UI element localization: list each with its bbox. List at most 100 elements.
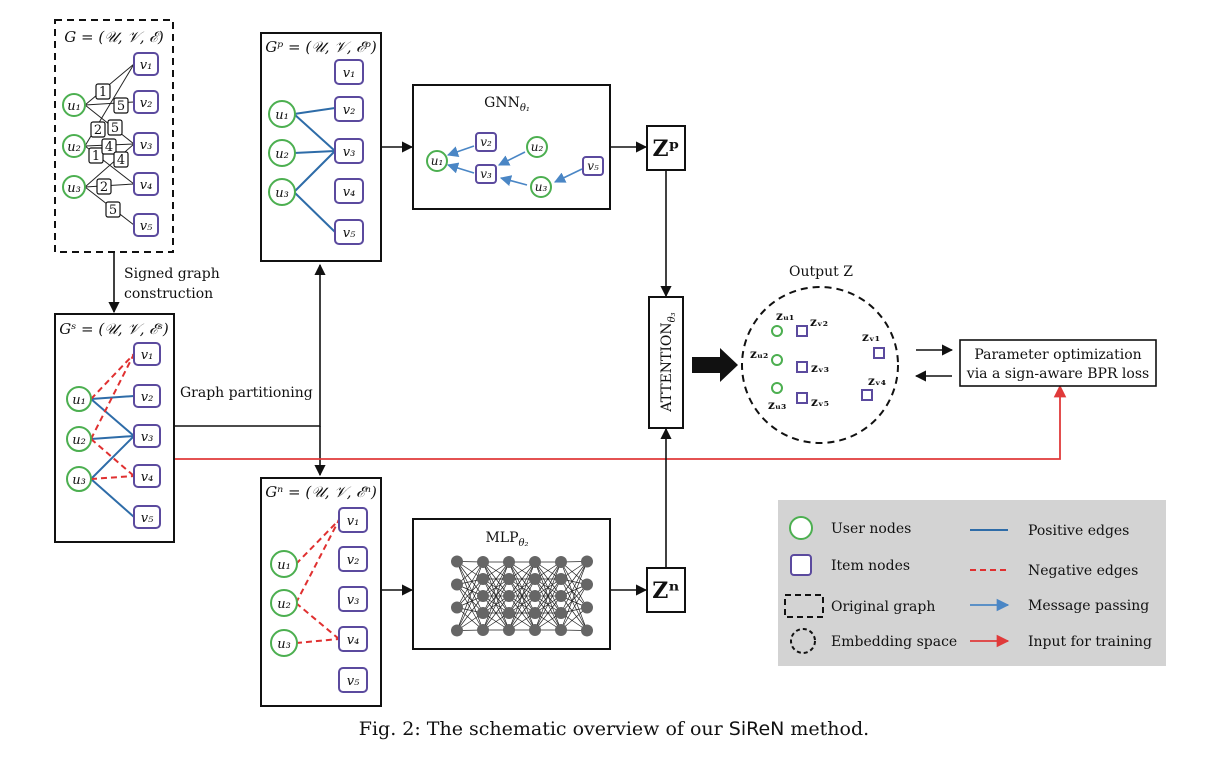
mlp-neuron (581, 601, 593, 614)
mlp-connection (456, 584, 484, 631)
user-node-u1: u₁ (268, 100, 296, 128)
mlp-neuron (555, 573, 567, 585)
signed-positive-edges (90, 395, 135, 518)
legend-positive-edges: Positive edges (970, 523, 1129, 539)
mlp-connection (560, 561, 588, 597)
item-node-v3: v₃ (475, 164, 497, 184)
item-node-v5: v₅ (133, 505, 161, 529)
mlp-connection (456, 595, 484, 631)
item-node-v2: v₂ (475, 132, 497, 152)
mlp-neuron (451, 578, 463, 591)
gnn-nodes: u₁ v₂ v₃ u₂ u₃ v₅ (426, 132, 604, 198)
svg-text:5: 5 (109, 203, 117, 218)
svg-text:v₃: v₃ (343, 145, 356, 160)
svg-text:v₂: v₂ (480, 135, 492, 149)
user-node-u3: u₃ (66, 466, 92, 492)
embedding-u1: zᵤ₁ (771, 309, 794, 337)
svg-text:v₁: v₁ (140, 58, 153, 73)
item-node-v2: v₂ (133, 384, 161, 408)
original-graph: G = (𝒰, 𝒱, ℰ) 1 5 2 5 1 4 4 2 5 u₁ u₂ (54, 19, 174, 253)
item-node-v4: v₄ (133, 172, 159, 196)
mlp-connection (456, 584, 484, 614)
mlp-connection (560, 584, 588, 614)
svg-text:1: 1 (99, 85, 107, 100)
legend-embedding-space: Embedding space (790, 628, 957, 654)
mlp-neuron (529, 590, 541, 602)
item-node-v3: v₃ (338, 586, 368, 612)
mlp-neuron (529, 556, 541, 568)
user-node-u2: u₂ (66, 426, 92, 452)
negative-users: u₁ u₂ u₃ (270, 550, 298, 657)
label-construction: construction (124, 286, 213, 302)
svg-text:5: 5 (111, 121, 119, 136)
svg-text:v₃: v₃ (140, 138, 153, 153)
original-graph-frame (54, 19, 174, 253)
mlp-connection (508, 578, 536, 631)
embedding-u2: zᵤ₂ (750, 347, 783, 366)
positive-items: v₁ v₂ v₃ v₄ v₅ (334, 59, 364, 245)
svg-text:u₁: u₁ (277, 558, 291, 573)
user-node-u2: u₂ (270, 589, 298, 617)
mlp-connection (482, 561, 510, 631)
svg-text:v₃: v₃ (480, 167, 492, 181)
signed-items: v₁ v₂ v₃ v₄ v₅ (133, 342, 161, 529)
user-node-u3: u₃ (270, 629, 298, 657)
user-node-u2: u₂ (62, 134, 86, 158)
embedding-v3: zᵥ₃ (796, 361, 829, 375)
mlp-neuron (477, 624, 489, 636)
diagram-svg: G = (𝒰, 𝒱, ℰ) 1 5 2 5 1 4 4 2 5 u₁ u₂ (54, 19, 1166, 707)
svg-text:Zᵖ: Zᵖ (652, 136, 679, 162)
mlp-connection (534, 561, 562, 614)
partition-connectors: Graph partitioning (175, 263, 326, 477)
rating-box: 1 (88, 147, 104, 164)
legend-background (778, 500, 1166, 666)
rating-box: 5 (107, 119, 123, 136)
rating-box: 2 (96, 178, 112, 195)
mlp-connection (534, 595, 562, 631)
mlp-connection (560, 561, 588, 631)
user-node-u3: u₃ (268, 178, 296, 206)
legend-negative-edges: Negative edges (970, 563, 1138, 579)
mlp-connection (456, 561, 484, 608)
embedding-circle (741, 286, 899, 444)
svg-text:v₅: v₅ (140, 219, 153, 234)
svg-text:v₂: v₂ (347, 553, 360, 568)
item-node-v5: v₅ (133, 213, 159, 237)
svg-text:u₃: u₃ (277, 637, 291, 652)
mlp-connection (534, 561, 562, 631)
mlp-neuron (529, 573, 541, 585)
attention-block: ATTENTIONθ₃ (648, 296, 684, 429)
svg-text:v₃: v₃ (347, 593, 360, 608)
embedding-v2: zᵥ₂ (796, 315, 828, 337)
legend-item-nodes: Item nodes (790, 554, 910, 576)
negative-items: v₁ v₂ v₃ v₄ v₅ (338, 507, 368, 693)
mlp-neuron (503, 573, 515, 585)
svg-text:5: 5 (117, 99, 125, 114)
user-node-u1: u₁ (66, 386, 92, 412)
user-node-u1: u₁ (62, 93, 86, 117)
output-label: Output Z (789, 264, 853, 280)
embedding-v4: zᵥ₄ (861, 374, 886, 401)
svg-text:v₅: v₅ (141, 511, 154, 526)
item-node-v5: v₅ (334, 219, 364, 245)
mlp-connection (560, 561, 588, 608)
mlp-neuron (503, 556, 515, 568)
user-node-u1: u₁ (270, 550, 298, 578)
legend-input-training: Input for training (970, 634, 1152, 650)
mlp-neuron (555, 556, 567, 568)
signed-graph-frame (54, 313, 175, 543)
svg-text:u₂: u₂ (531, 140, 544, 154)
mlp-connection (508, 595, 536, 631)
svg-text:v₅: v₅ (343, 226, 356, 241)
negative-edges (295, 519, 340, 644)
mlp-connection (534, 578, 562, 631)
svg-text:v₁: v₁ (343, 66, 356, 81)
svg-text:zᵥ₃: zᵥ₃ (811, 361, 829, 375)
output-arrow-icon (692, 348, 738, 382)
mlp-neuron (555, 590, 567, 602)
item-node-v2: v₂ (133, 90, 159, 114)
rating-box: 2 (90, 121, 106, 138)
item-node-v4: v₄ (133, 464, 161, 488)
mlp-connection (560, 578, 588, 631)
zn-box: Zⁿ (646, 567, 686, 613)
